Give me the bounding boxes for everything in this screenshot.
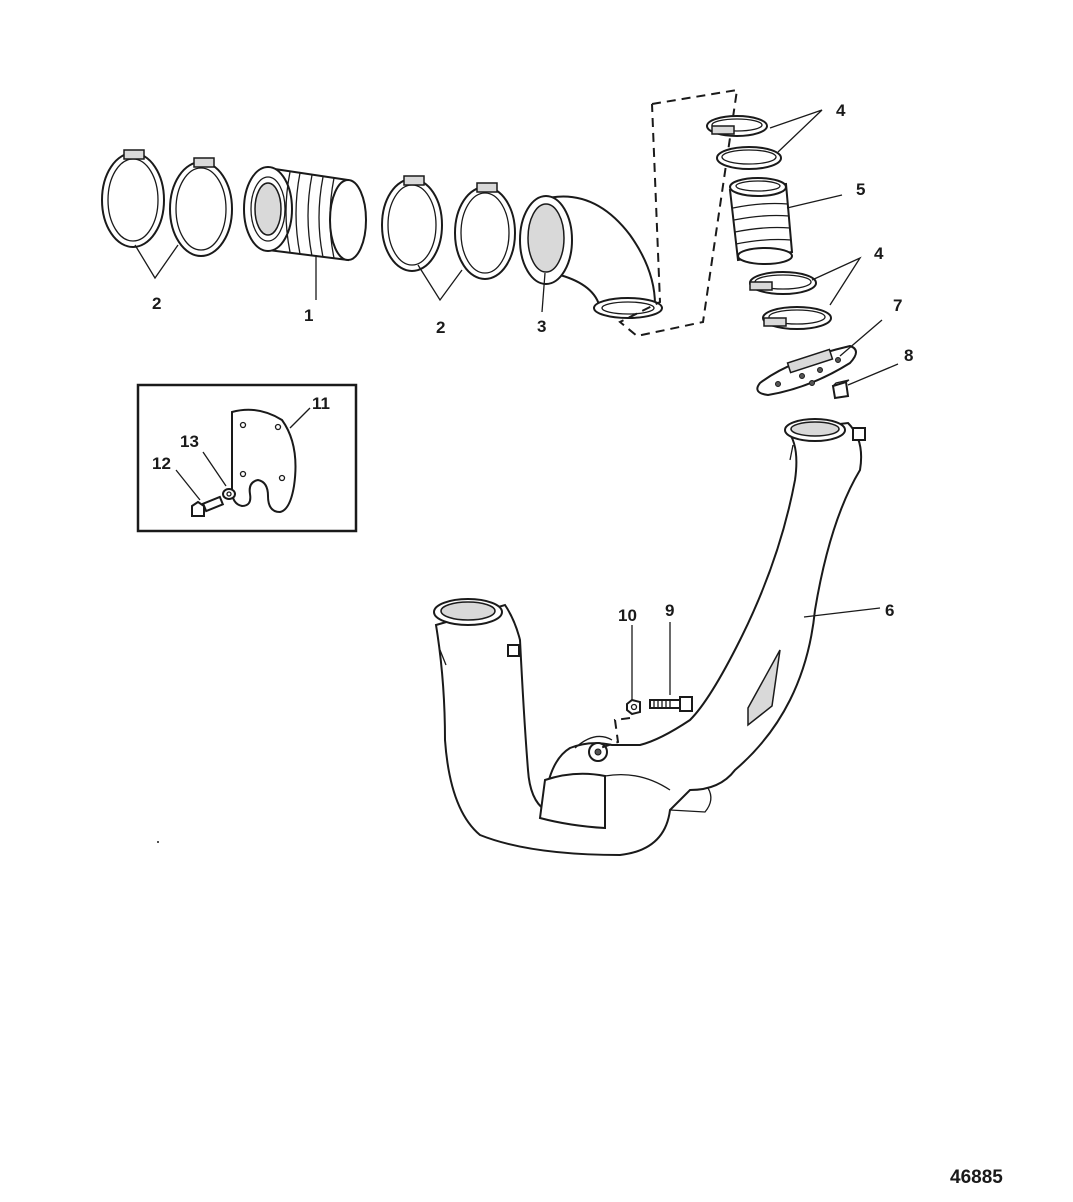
callout-9: 9 (665, 601, 674, 620)
callout-7: 7 (893, 296, 902, 315)
callout-8: 8 (904, 346, 913, 365)
inset-frame (136, 383, 358, 533)
callout-11: 11 (312, 394, 330, 413)
hose-clamp-right-outer (381, 175, 443, 272)
hose-clamp-left-inner (169, 157, 233, 257)
spacer-block (831, 379, 850, 400)
callout-6: 6 (885, 601, 894, 620)
exhaust-y-pipe (433, 418, 866, 857)
inset-bolt (191, 495, 225, 517)
flapper-valve (756, 344, 857, 397)
hose-clamp-lower-a (749, 271, 817, 295)
inset-washer (222, 488, 236, 500)
exhaust-hose-bellows (243, 166, 367, 262)
hose-clamp-left-outer (101, 149, 165, 248)
hose-clamp-right-inner (454, 182, 516, 280)
hex-bolt (649, 696, 693, 712)
assembly-dashed-boundary (618, 88, 739, 338)
coupling-hose (728, 177, 794, 265)
mounting-plate (231, 408, 297, 514)
hose-clamp-upper-b (716, 146, 782, 170)
callout-1: 1 (304, 306, 313, 325)
hose-clamp-lower-b (762, 306, 832, 330)
callout-2-left: 2 (152, 294, 161, 313)
exhaust-elbow (519, 195, 663, 319)
callout-10: 10 (618, 606, 637, 625)
callout-12: 12 (152, 454, 171, 473)
callout-5: 5 (856, 180, 865, 199)
hose-clamp-upper-a (706, 115, 768, 137)
figure-number: 46885 (950, 1167, 1003, 1188)
leader-lines (134, 109, 899, 700)
callout-4-lower: 4 (874, 244, 884, 263)
callout-4-upper: 4 (836, 101, 846, 120)
hex-nut (626, 698, 641, 716)
callout-3: 3 (537, 317, 546, 336)
callout-2-right: 2 (436, 318, 445, 337)
stray-dot (157, 841, 159, 843)
callout-13: 13 (180, 432, 199, 451)
nut-dashed-link (599, 717, 631, 749)
